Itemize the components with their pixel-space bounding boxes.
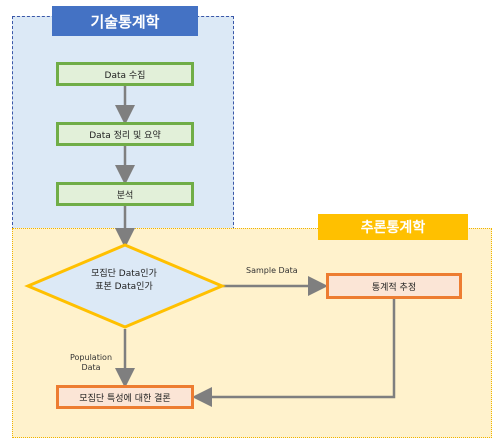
inferential-statistics-title: 추론통계학 [318,214,468,240]
analysis-node: 분석 [56,182,194,206]
population-label-line1: Population [69,353,113,362]
population-data-label: Population Data [68,353,114,373]
decision-label-line1: 모집단 Data인가 [91,269,157,279]
decision-label-line2: 표본 Data인가 [95,282,153,292]
decision-diamond [24,243,226,329]
sample-data-label: Sample Data [246,266,298,275]
estimation-node: 통계적 추정 [326,273,462,299]
conclusion-node: 모집단 특성에 대한 결론 [56,385,194,409]
descriptive-statistics-title: 기술통계학 [52,6,198,36]
data-summary-node: Data 정리 및 요약 [56,122,194,146]
arrow-estimation-to-conclusion [192,299,396,407]
data-collection-node: Data 수집 [56,62,194,86]
decision-label: 모집단 Data인가 표본 Data인가 [58,268,190,294]
population-label-line2: Data [81,363,101,372]
